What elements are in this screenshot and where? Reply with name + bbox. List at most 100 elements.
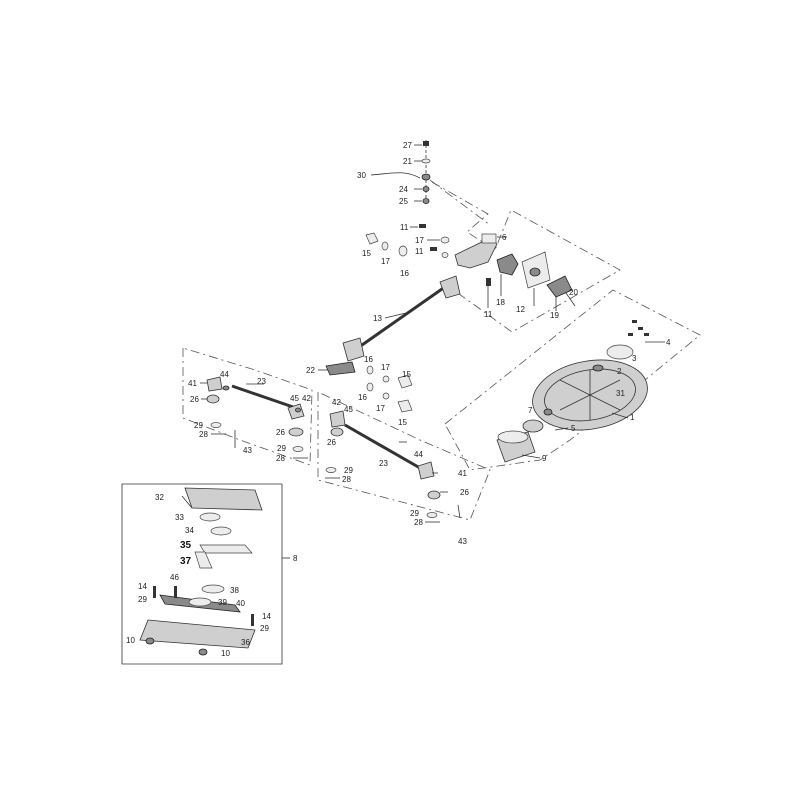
callout-27: 27 bbox=[403, 141, 412, 150]
callout-35: 35 bbox=[180, 540, 192, 551]
nut-icon bbox=[422, 186, 430, 192]
callout-44: 44 bbox=[220, 370, 229, 379]
callout-10: 10 bbox=[221, 649, 230, 658]
callout-12: 12 bbox=[516, 305, 525, 314]
callout-29: 29 bbox=[277, 444, 286, 453]
ring-38 bbox=[201, 584, 225, 594]
callout-29: 29 bbox=[410, 509, 419, 518]
bracket-kit-8 bbox=[139, 487, 263, 656]
callout-44: 44 bbox=[414, 450, 423, 459]
callout-26: 26 bbox=[276, 428, 285, 437]
callout-38: 38 bbox=[230, 586, 239, 595]
callout-2: 2 bbox=[617, 367, 622, 376]
callout-15: 15 bbox=[362, 249, 371, 258]
callout-22: 22 bbox=[306, 366, 315, 375]
outline-linkage-column bbox=[431, 181, 621, 333]
callout-23: 23 bbox=[257, 377, 266, 386]
washer-33 bbox=[199, 512, 221, 522]
callout-4: 4 bbox=[666, 338, 671, 347]
ball-joint-42b bbox=[329, 410, 346, 428]
screw-set-4 bbox=[628, 320, 649, 336]
callout-29: 29 bbox=[194, 421, 203, 430]
arm-top-tab bbox=[481, 233, 497, 244]
callout-40: 40 bbox=[236, 599, 245, 608]
washer-icon bbox=[421, 158, 431, 164]
pinion-19 bbox=[546, 275, 573, 298]
nut-icon bbox=[422, 198, 430, 204]
callout-16: 16 bbox=[364, 355, 373, 364]
cap-3 bbox=[606, 344, 634, 360]
gear-18 bbox=[496, 253, 519, 276]
bracket-32 bbox=[184, 487, 263, 511]
outline-left-tie-rod bbox=[182, 347, 313, 466]
callout-16: 16 bbox=[358, 393, 367, 402]
callout-24: 24 bbox=[399, 185, 408, 194]
bracket-22 bbox=[325, 361, 356, 376]
drag-link-13 bbox=[325, 275, 461, 376]
callout-45: 45 bbox=[344, 405, 353, 414]
bolt-icon bbox=[419, 224, 426, 228]
ball-joint-41 bbox=[206, 376, 223, 392]
callout-26: 26 bbox=[460, 488, 469, 497]
hub-5 bbox=[522, 419, 544, 433]
ring-2 bbox=[592, 364, 604, 372]
leader-lines bbox=[200, 144, 665, 519]
callout-18: 18 bbox=[496, 298, 505, 307]
upper-linkage bbox=[365, 224, 576, 307]
callout-29: 29 bbox=[260, 624, 269, 633]
callout-34: 34 bbox=[185, 526, 194, 535]
callout-28: 28 bbox=[342, 475, 351, 484]
callout-17: 17 bbox=[415, 236, 424, 245]
left-tie-rod bbox=[206, 376, 308, 459]
callout-16: 16 bbox=[400, 269, 409, 278]
rod-23b bbox=[344, 423, 421, 470]
base-36 bbox=[139, 619, 256, 649]
rod-23 bbox=[231, 384, 297, 410]
clip-37 bbox=[194, 551, 213, 569]
callout-32: 32 bbox=[155, 493, 164, 502]
washer-icon bbox=[440, 236, 450, 244]
callout-28: 28 bbox=[414, 518, 423, 527]
cable-30 bbox=[370, 172, 421, 179]
callout-11: 11 bbox=[400, 223, 409, 232]
callout-42: 42 bbox=[332, 398, 341, 407]
plate-35 bbox=[199, 544, 253, 554]
callout-36: 36 bbox=[241, 638, 250, 647]
callout-26: 26 bbox=[327, 438, 336, 447]
callout-17: 17 bbox=[376, 404, 385, 413]
callout-10: 10 bbox=[126, 636, 135, 645]
mid-hardware bbox=[366, 365, 413, 413]
ring-39 bbox=[188, 597, 212, 607]
callout-30: 30 bbox=[357, 171, 366, 180]
callout-17: 17 bbox=[381, 257, 390, 266]
callout-11: 11 bbox=[484, 310, 493, 319]
callout-37: 37 bbox=[180, 556, 192, 567]
callout-28: 28 bbox=[276, 454, 285, 463]
nut-7 bbox=[543, 408, 553, 416]
steering-wheel-assembly bbox=[496, 320, 649, 463]
callout-29: 29 bbox=[344, 466, 353, 475]
cap-26 bbox=[206, 394, 220, 404]
callout-15: 15 bbox=[398, 418, 407, 427]
pin-15 bbox=[365, 232, 379, 245]
callout-3: 3 bbox=[632, 354, 637, 363]
callout-33: 33 bbox=[175, 513, 184, 522]
callout-14: 14 bbox=[262, 612, 271, 621]
bolt-icon bbox=[423, 141, 429, 146]
callout-14: 14 bbox=[138, 582, 147, 591]
outline-right-tie-rod bbox=[317, 391, 491, 521]
bolt-icon bbox=[486, 278, 491, 286]
callout-29: 29 bbox=[138, 595, 147, 604]
callout-17: 17 bbox=[381, 363, 390, 372]
washer-34 bbox=[210, 526, 232, 536]
callout-28: 28 bbox=[199, 430, 208, 439]
callout-26: 26 bbox=[190, 395, 199, 404]
callout-39: 39 bbox=[218, 598, 227, 607]
callout-20: 20 bbox=[569, 288, 578, 297]
callout-8: 8 bbox=[293, 554, 298, 563]
callout-1: 1 bbox=[630, 413, 635, 422]
callout-19: 19 bbox=[550, 311, 559, 320]
callout-43: 43 bbox=[243, 446, 252, 455]
callout-13: 13 bbox=[373, 314, 382, 323]
